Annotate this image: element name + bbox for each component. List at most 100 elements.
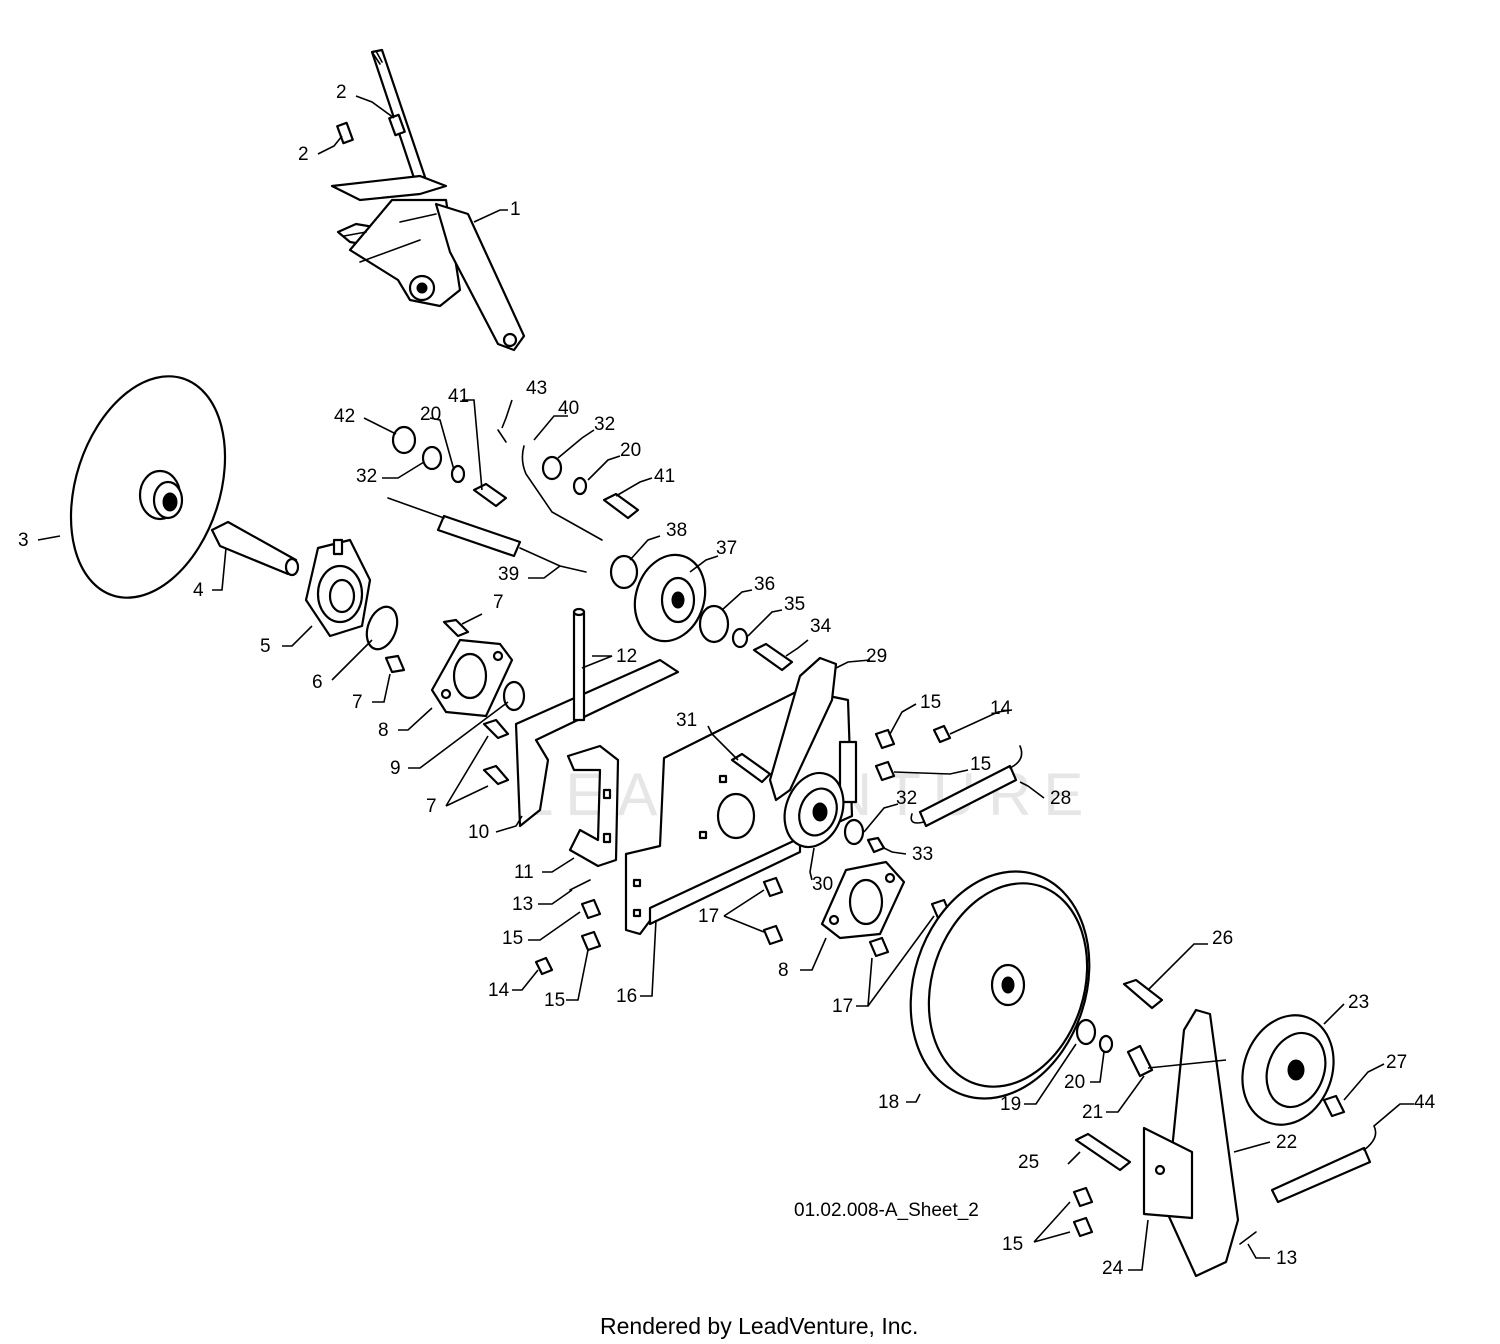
part-washer-32a [421,445,443,471]
callout-23: 23 [1348,992,1369,1013]
part-bracket-10 [514,658,680,828]
callout-7c: 7 [426,796,437,817]
callout-32c: 32 [896,788,917,809]
callout-41b: 41 [654,466,675,487]
part-bolt-21 [1126,1044,1154,1078]
part-bracket-11 [566,744,620,868]
part-washer-36 [698,604,730,644]
part-lockwasher-20d [1098,1034,1114,1054]
callout-17a: 17 [698,906,719,927]
part-bushing-38 [609,554,639,590]
part-bolt-41b [602,492,640,520]
part-screw-15c [580,898,602,920]
part-nut-17a [762,876,784,898]
part-nut-35 [731,627,749,649]
footer-credit: Rendered by LeadVenture, Inc. [600,1313,918,1339]
callout-14a: 14 [990,698,1012,719]
callout-10: 10 [468,822,489,843]
callout-20d: 20 [1064,1072,1085,1093]
part-nut-17b [762,924,784,946]
part-screw-15e [1072,1186,1094,1208]
part-bolt-7b [384,654,406,674]
callout-29: 29 [866,646,887,667]
callout-12: 12 [616,646,637,667]
part-bolt-26 [1122,978,1164,1010]
callout-36: 36 [754,574,775,595]
part-spring-28 [910,745,1023,828]
part-spacer-42 [391,425,417,455]
part-nut-17d [868,936,890,958]
part-bolt-31 [730,752,772,784]
callout-5: 5 [260,636,271,657]
callout-34: 34 [810,616,832,637]
callout-17b: 17 [832,996,853,1017]
callout-6: 6 [312,672,323,693]
callout-15d: 15 [544,990,565,1011]
part-screw-2b [336,121,354,145]
part-washer-32b [541,455,563,481]
callout-39: 39 [498,564,519,585]
part-bolt-25 [1074,1132,1132,1172]
part-bearing-housing [304,538,372,638]
part-nut-27 [1322,1094,1346,1118]
part-spring-39 [387,497,587,573]
part-washer-19 [1075,1018,1097,1046]
part-lockwasher-20b [572,476,588,496]
callout-9: 9 [390,758,401,779]
part-screw-15a [874,728,896,750]
callout-labels: 1 2 2 3 4 5 6 7 7 7 8 9 10 11 12 13 14 1… [18,82,1436,1279]
part-retaining-ring [365,605,399,651]
callout-35: 35 [784,594,805,615]
callout-19: 19 [1000,1094,1021,1115]
part-rod-40 [521,445,603,541]
part-washer-9 [502,680,526,712]
part-screw-15f [1072,1216,1094,1238]
part-flange-bearing-lower [820,860,906,940]
part-rod-12 [572,607,586,722]
callout-42: 42 [334,406,355,427]
callout-18: 18 [878,1092,899,1113]
callout-3: 3 [18,530,29,551]
callout-33: 33 [912,844,933,865]
callout-15a: 15 [920,692,941,713]
part-lock-43 [497,429,507,443]
part-idler-pulley-30 [783,771,845,849]
callout-8b: 8 [778,960,789,981]
part-idler-pulley-23 [1241,1014,1335,1126]
part-screw-2a [388,113,406,137]
part-flange-bearing-upper [430,638,514,718]
callout-14b: 14 [488,980,510,1001]
callout-32a: 32 [356,466,377,487]
part-screw-14b [534,956,554,976]
callout-21: 21 [1082,1102,1103,1123]
callout-7b: 7 [352,692,363,713]
callout-43: 43 [526,378,547,399]
callout-8a: 8 [378,720,389,741]
callout-41a: 41 [448,386,469,407]
part-bracket-22 [1142,1008,1240,1278]
callout-4: 4 [193,580,204,601]
part-bolt-7c [482,718,510,740]
callout-7a: 7 [493,592,504,613]
part-idler-arm [768,656,858,804]
callout-20b: 20 [620,440,641,461]
callout-15b: 15 [970,754,991,775]
callout-24: 24 [1102,1258,1124,1279]
part-lockwasher-20a [450,464,466,484]
part-pin-13b [1239,1231,1257,1245]
part-drive-pulley [909,870,1091,1100]
callout-26: 26 [1212,928,1233,949]
callout-15c: 15 [502,928,523,949]
callout-44: 44 [1414,1092,1436,1113]
callout-27: 27 [1386,1052,1407,1073]
callout-13a: 13 [512,894,533,915]
part-bolt-41a [472,482,508,508]
part-bolt-34 [752,642,794,672]
part-pulley-37 [633,553,707,643]
part-bolt-7d [482,764,510,786]
callout-40: 40 [558,398,579,419]
callout-32b: 32 [594,414,615,435]
callout-2a: 2 [336,82,347,103]
callout-22: 22 [1276,1132,1297,1153]
